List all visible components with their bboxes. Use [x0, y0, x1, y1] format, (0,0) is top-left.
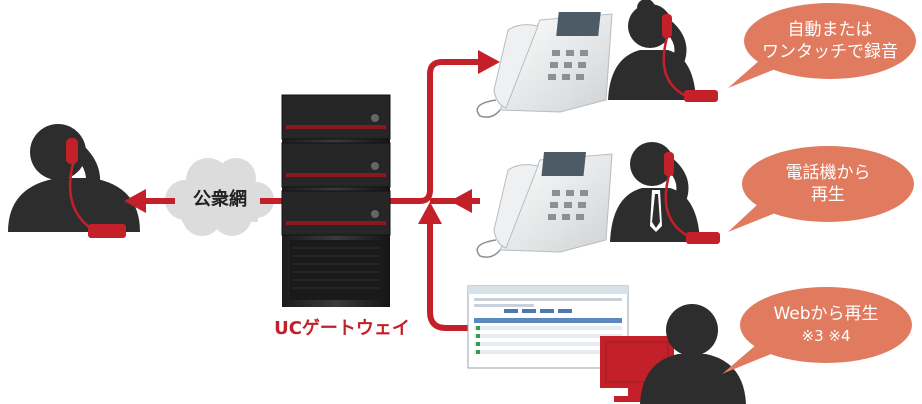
bubble-phone-line2: 再生	[811, 185, 845, 205]
bubble-web-line1: Webから再生	[773, 304, 879, 324]
desk-phone-middle-icon	[476, 152, 613, 258]
woman-operator-person-icon	[608, 0, 718, 102]
uc-gateway-server-icon	[281, 94, 391, 307]
arrow-to-caller	[124, 189, 146, 213]
speech-bubble-web-playback	[722, 287, 912, 374]
web-browser-screenshot-icon	[467, 285, 629, 369]
desk-phone-top-icon	[476, 12, 613, 118]
uc-gateway-label: UCゲートウェイ	[274, 318, 410, 339]
bubble-record-line1: 自動または	[787, 20, 873, 40]
bubble-record-text: 自動または ワンタッチで録音	[748, 19, 912, 63]
bubble-web-text: Webから再生 ※3 ※4	[744, 303, 908, 347]
arrow-to-phone-top	[478, 50, 500, 74]
man-operator-person-icon	[610, 142, 720, 244]
speech-bubble-record	[728, 3, 916, 88]
arrow-from-web	[418, 202, 442, 224]
bubble-phone-line1: 電話機から	[785, 163, 871, 183]
web-user-person-icon	[640, 304, 746, 404]
bubble-web-line2: ※3 ※4	[801, 327, 851, 345]
speech-bubble-phone-playback	[728, 146, 914, 232]
remote-caller-person-icon	[8, 124, 140, 238]
arrow-from-phone-middle	[450, 189, 472, 213]
bubble-record-line2: ワンタッチで録音	[762, 42, 898, 62]
bubble-phone-text: 電話機から 再生	[746, 162, 910, 206]
public-network-label: 公衆網	[193, 189, 247, 210]
arrowheads	[124, 50, 500, 224]
public-network-cloud-icon	[165, 158, 274, 236]
